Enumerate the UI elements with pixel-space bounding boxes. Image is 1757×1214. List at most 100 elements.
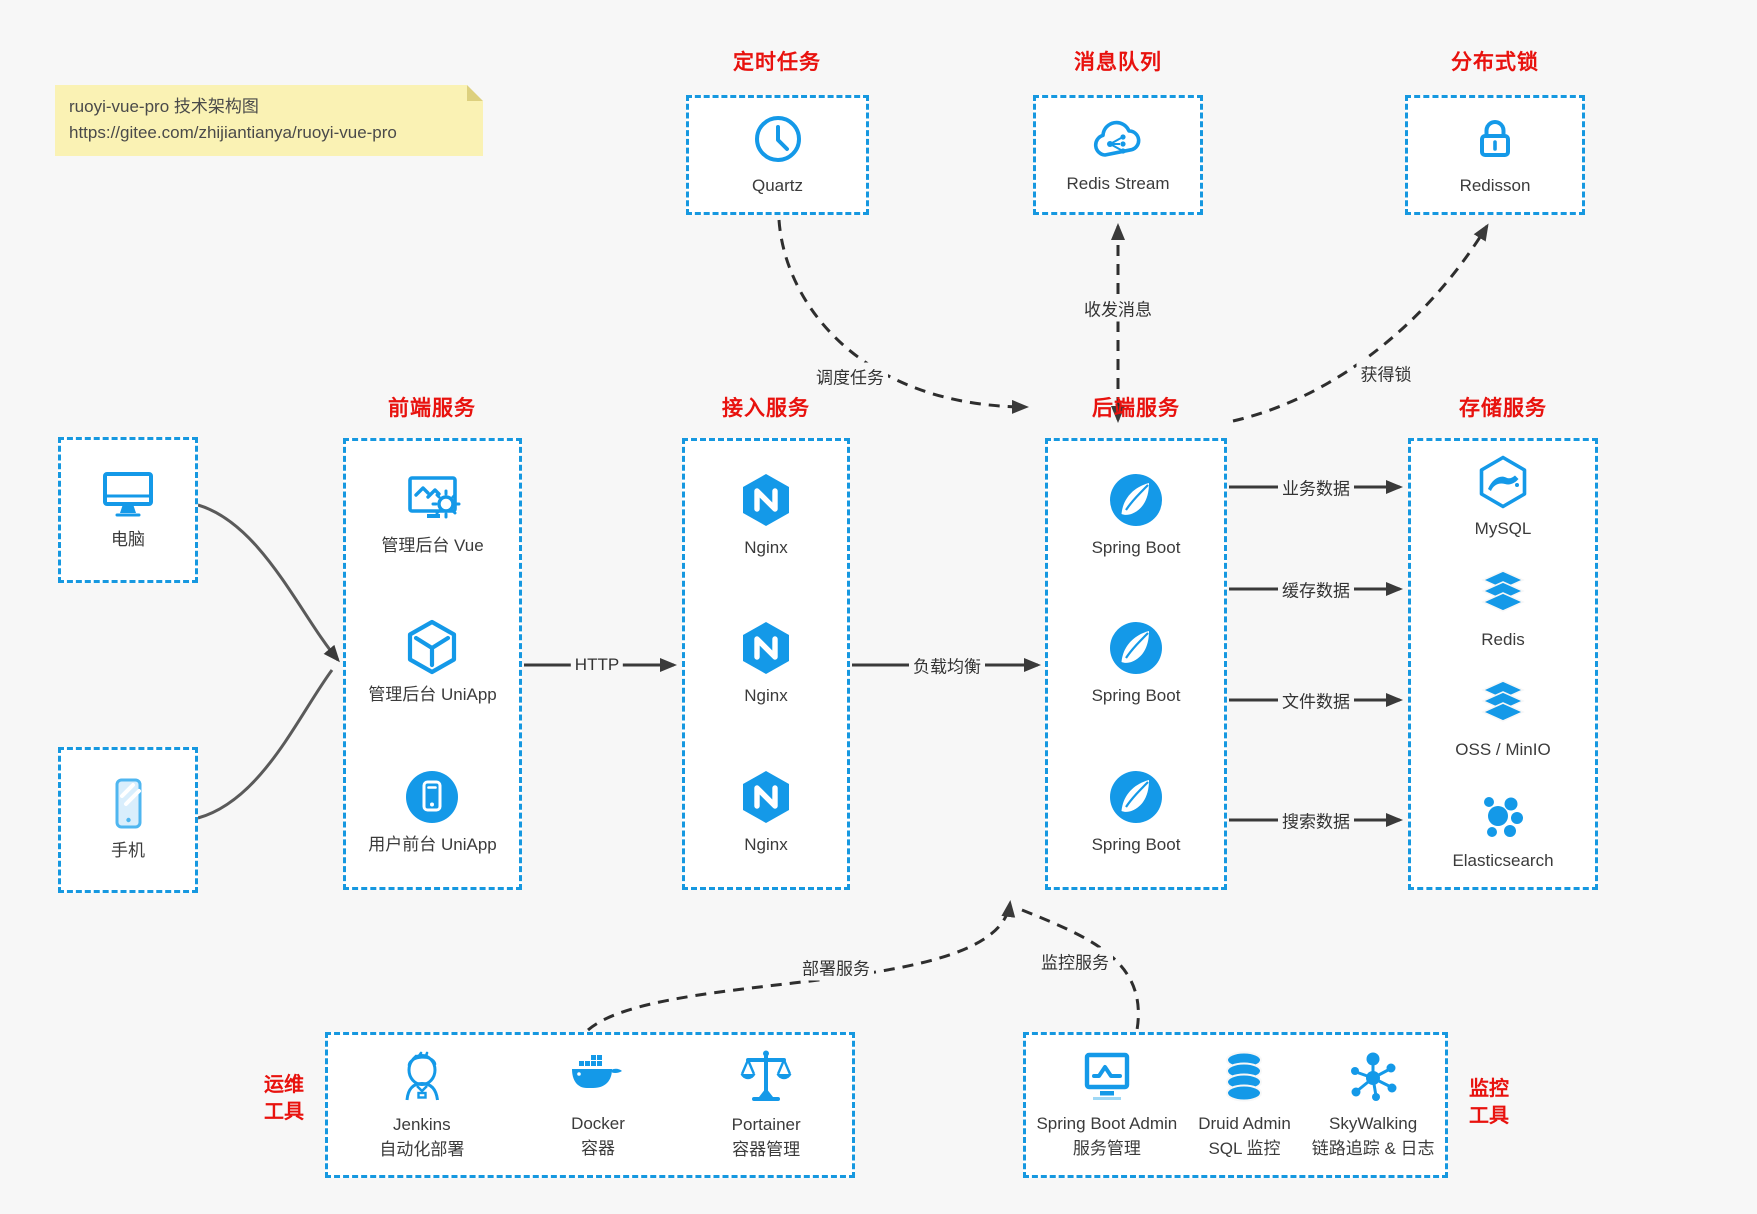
node-oss-minio: OSS / MinIO [1455, 679, 1551, 763]
node-nginx-1: Nginx [738, 471, 794, 561]
title-lock: 分布式锁 [1451, 51, 1539, 74]
node-label: 管理后台 UniApp [368, 685, 497, 705]
node-nginx-2: Nginx [738, 619, 794, 709]
node-label: Spring Boot Admin 服务管理 [1036, 1113, 1178, 1158]
title-storage: 存储服务 [1459, 397, 1547, 420]
node-label: Nginx [744, 834, 788, 854]
portainer-icon [740, 1050, 792, 1101]
node-label: Druid Admin SQL 监控 [1198, 1113, 1291, 1158]
jenkins-icon [405, 1051, 439, 1101]
edge-label-http: HTTP [570, 654, 624, 676]
spring-boot-admin-icon [1084, 1052, 1130, 1100]
node-label: Quartz [751, 176, 804, 196]
connector-pc-frontend [197, 503, 340, 663]
node-pc: 电脑 [97, 467, 159, 553]
node-spring-boot-3: Spring Boot [1091, 768, 1181, 858]
title-backend: 后端服务 [1092, 397, 1180, 420]
spring-boot-icon [1110, 770, 1162, 823]
edge-label-monitor: 监控服务 [1037, 947, 1113, 975]
node-label: 手机 [111, 841, 145, 861]
backend-box: Spring Boot Spring Boot Spring Boot [1045, 438, 1227, 890]
edge-label-business-data: 业务数据 [1278, 473, 1354, 501]
monitor-box: Spring Boot Admin 服务管理 Druid Admin SQL 监… [1023, 1032, 1448, 1178]
title-mq: 消息队列 [1074, 51, 1162, 74]
storage-box: MySQL Redis OSS / MinIO [1408, 438, 1598, 890]
frontend-box: 管理后台 Vue 管理后台 UniApp 用户前台 UniApp [343, 438, 522, 890]
node-label: Jenkins 自动化部署 [379, 1114, 465, 1159]
oss-minio-icon [1481, 680, 1525, 723]
phone-icon [115, 778, 142, 829]
skywalking-icon [1351, 1052, 1397, 1101]
node-label: Nginx [744, 686, 788, 706]
edge-label-file-data: 文件数据 [1278, 686, 1354, 714]
lock-icon [1480, 120, 1510, 158]
node-label: 管理后台 Vue [381, 535, 484, 555]
node-label: Redisson [1459, 176, 1531, 196]
node-redis-stream: Redis Stream [1066, 113, 1170, 197]
node-label: Elasticsearch [1452, 850, 1554, 870]
edge-label-load-balance: 负载均衡 [909, 651, 985, 679]
nginx-icon [743, 770, 789, 823]
edge-label-schedule: 调度任务 [812, 362, 888, 390]
node-admin-vue: 管理后台 Vue [381, 471, 484, 559]
node-spring-boot-admin: Spring Boot Admin 服务管理 [1036, 1049, 1177, 1161]
node-nginx-3: Nginx [738, 768, 794, 858]
node-label: Spring Boot [1091, 537, 1181, 557]
elasticsearch-icon [1483, 796, 1523, 837]
node-redisson: Redisson [1459, 111, 1531, 199]
note-title: ruoyi-vue-pro 技术架构图 [69, 97, 259, 116]
node-label: Nginx [744, 537, 788, 557]
spring-boot-icon [1110, 622, 1162, 675]
title-monitor-tools: 监控 工具 [1469, 1078, 1509, 1127]
node-label: OSS / MinIO [1455, 740, 1551, 760]
node-portainer: Portainer 容器管理 [732, 1048, 801, 1162]
node-druid-admin: Druid Admin SQL 监控 [1198, 1049, 1291, 1161]
redis-icon [1481, 570, 1525, 612]
node-label: Docker 容器 [571, 1113, 625, 1158]
node-label: Spring Boot [1091, 686, 1181, 706]
cloud-stream-icon [1093, 120, 1141, 157]
title-gateway: 接入服务 [722, 397, 810, 420]
connector-acquire-lock [1232, 223, 1489, 423]
edge-label-cache-data: 缓存数据 [1278, 575, 1354, 603]
node-spring-boot-2: Spring Boot [1091, 619, 1181, 709]
edge-label-search-data: 搜索数据 [1278, 806, 1354, 834]
uniapp-cube-icon [408, 620, 457, 675]
phone-box: 手机 [58, 747, 198, 893]
nginx-icon [743, 622, 789, 675]
node-admin-uniapp: 管理后台 UniApp [368, 618, 497, 708]
user-app-icon [406, 770, 459, 823]
node-mysql: MySQL [1474, 454, 1532, 542]
node-label: Redis Stream [1066, 174, 1170, 194]
edge-label-acquire-lock: 获得锁 [1356, 359, 1416, 387]
node-label: Redis [1481, 629, 1525, 649]
devops-box: Jenkins 自动化部署 Docker 容器 [325, 1032, 855, 1178]
node-spring-boot-1: Spring Boot [1091, 471, 1181, 561]
node-label: MySQL [1474, 519, 1532, 539]
sticky-note: ruoyi-vue-pro 技术架构图 https://gitee.com/zh… [55, 85, 483, 156]
node-skywalking: SkyWalking 链路追踪 & 日志 [1312, 1049, 1435, 1161]
node-user-uniapp: 用户前台 UniApp [368, 768, 497, 858]
admin-vue-icon [407, 476, 460, 519]
node-label: SkyWalking 链路追踪 & 日志 [1311, 1113, 1435, 1158]
docker-icon [572, 1054, 622, 1088]
desktop-icon [103, 472, 153, 517]
edge-label-messages: 收发消息 [1080, 294, 1156, 322]
node-phone: 手机 [100, 776, 156, 864]
node-label: Portainer 容器管理 [731, 1114, 801, 1159]
mq-box: Redis Stream [1033, 95, 1203, 215]
clock-icon [754, 116, 801, 163]
title-devops-tools: 运维 工具 [264, 1074, 304, 1123]
node-label: 电脑 [111, 530, 145, 550]
node-label: Spring Boot [1091, 834, 1181, 854]
nginx-icon [743, 473, 789, 526]
node-redis: Redis [1475, 569, 1531, 653]
spring-boot-icon [1110, 473, 1162, 526]
connector-phone-frontend [197, 669, 334, 820]
scheduler-box: Quartz [686, 95, 869, 215]
druid-icon [1226, 1051, 1263, 1102]
note-fold-corner [467, 85, 483, 101]
node-label: 用户前台 UniApp [368, 834, 497, 854]
mysql-icon [1479, 456, 1527, 509]
